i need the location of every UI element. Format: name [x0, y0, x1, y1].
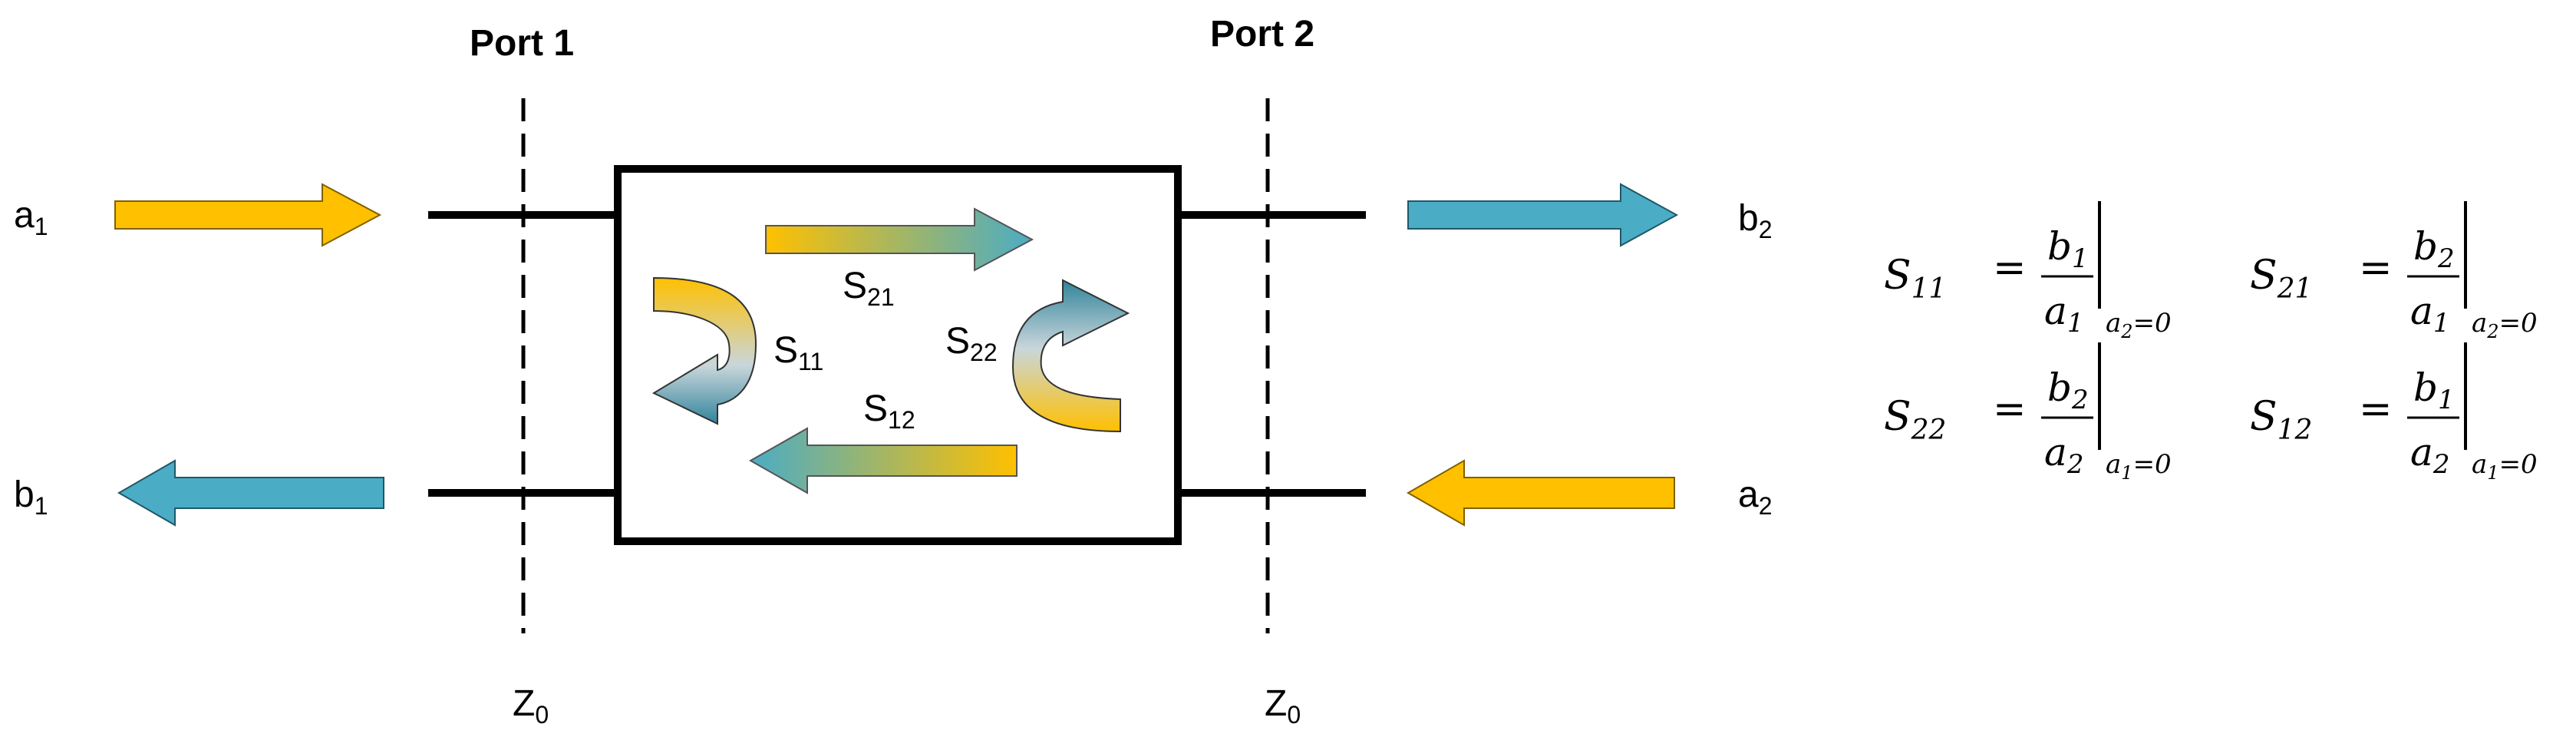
svg-text:a1=0: a1=0	[2106, 449, 2172, 484]
a2-label: a2	[1738, 474, 1773, 520]
s12-arrow	[748, 427, 1018, 494]
svg-text:b1: b1	[2413, 365, 2455, 415]
svg-text:a2=0: a2=0	[2472, 308, 2538, 342]
port2-label: Port 2	[1210, 14, 1314, 55]
s12-label: S12	[863, 388, 915, 434]
two-port-network-box	[614, 165, 1182, 545]
svg-text:b2: b2	[2047, 365, 2089, 415]
svg-text:=: =	[2359, 245, 2393, 291]
b1-label: b1	[14, 474, 48, 520]
s22-label: S22	[945, 321, 998, 366]
svg-text:=: =	[2359, 386, 2393, 432]
svg-text:a1: a1	[2044, 289, 2083, 339]
equation-s22: S22 = b2 a2 a1=0	[1884, 342, 2172, 484]
svg-text:=: =	[1993, 245, 2027, 291]
svg-text:S22: S22	[1884, 394, 1946, 446]
s11-label: S11	[773, 330, 823, 375]
svg-text:a2: a2	[2410, 430, 2449, 480]
svg-text:S11: S11	[1884, 253, 1946, 305]
equation-s11: S11 = b1 a1 a2=0	[1884, 201, 2172, 342]
svg-text:S21: S21	[2250, 253, 2312, 305]
s22-curved-arrow	[1011, 279, 1130, 433]
a2-arrow	[1406, 459, 1675, 527]
svg-text:a1=0: a1=0	[2472, 449, 2538, 484]
svg-text:a2: a2	[2044, 430, 2083, 480]
b2-arrow	[1407, 183, 1679, 247]
b2-label: b2	[1738, 198, 1773, 243]
svg-text:=: =	[1993, 386, 2027, 432]
s11-curved-arrow	[651, 276, 757, 425]
svg-text:b1: b1	[2047, 224, 2089, 274]
port1-label: Port 1	[470, 23, 574, 64]
svg-text:S12: S12	[2250, 394, 2312, 446]
equation-s21: S21 = b2 a1 a2=0	[2250, 201, 2538, 342]
svg-text:a1: a1	[2410, 289, 2449, 339]
b1-arrow	[117, 459, 384, 527]
svg-text:b2: b2	[2413, 224, 2455, 274]
z0-right-label: Z0	[1265, 683, 1301, 729]
s21-label: S21	[843, 266, 895, 311]
a1-label: a1	[14, 195, 48, 240]
equation-s12: S12 = b1 a2 a1=0	[2250, 342, 2538, 484]
svg-text:a2=0: a2=0	[2106, 308, 2172, 342]
a1-arrow	[114, 183, 382, 247]
z0-left-label: Z0	[513, 683, 549, 729]
s21-arrow	[765, 207, 1034, 272]
